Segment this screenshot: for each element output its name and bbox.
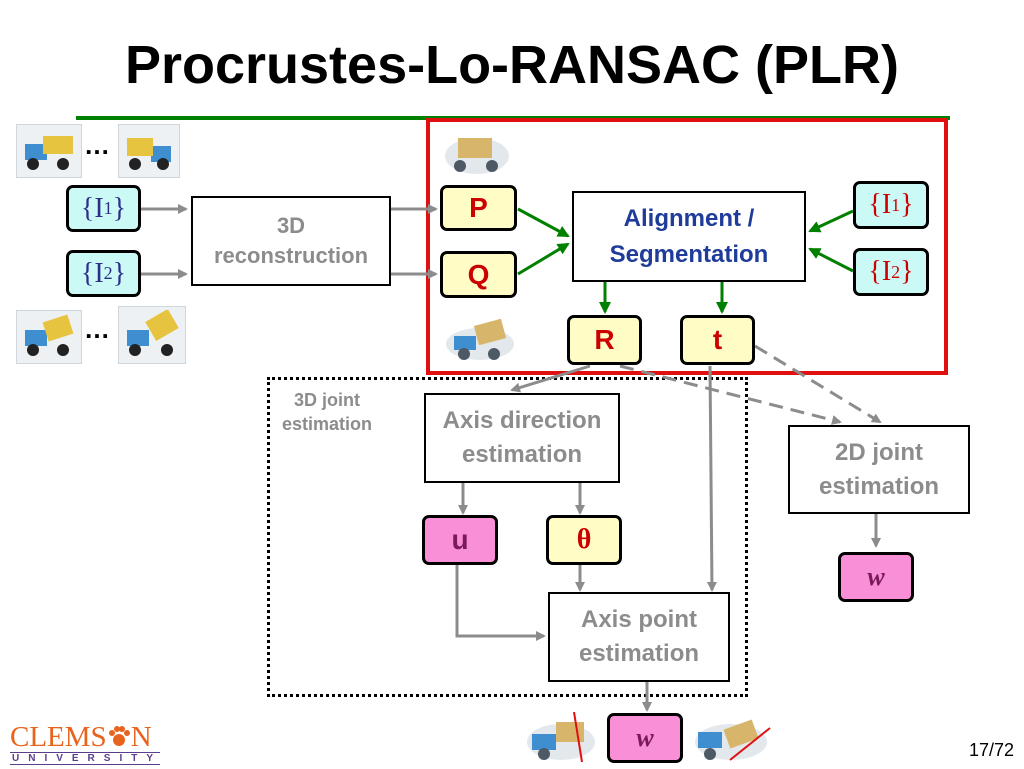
paw-icon bbox=[107, 724, 131, 746]
joint2d-box: 2D joint estimation bbox=[788, 425, 970, 514]
joint3d-frame bbox=[267, 377, 748, 697]
rotation-r: R bbox=[567, 315, 642, 365]
point-cloud-p: P bbox=[440, 185, 517, 231]
point-cloud-q-image bbox=[440, 314, 520, 364]
truck-image-view-4 bbox=[118, 306, 186, 364]
axis-direction-box: Axis direction estimation bbox=[424, 393, 620, 483]
truck-image-view-3 bbox=[16, 310, 82, 364]
joint-output-w-2d: w bbox=[838, 552, 914, 602]
arrow-p-to-align bbox=[517, 207, 570, 238]
reconstruction-box: 3D reconstruction bbox=[191, 196, 391, 286]
plr-core-frame bbox=[426, 118, 948, 375]
slide-title: Procrustes-Lo-RANSAC (PLR) bbox=[124, 35, 900, 95]
joint-output-w-3d: w bbox=[607, 713, 683, 763]
result-truck-image-1 bbox=[522, 711, 600, 764]
arrow-t-to-axispoint bbox=[706, 365, 717, 592]
arrow-ri1-to-align bbox=[808, 209, 854, 233]
axis-point-box: Axis point estimation bbox=[548, 592, 730, 682]
point-cloud-p-image bbox=[440, 126, 514, 178]
clemson-logo-sub: UNIVERSITY bbox=[10, 752, 163, 765]
arrow-r-to-2djoint bbox=[619, 364, 842, 425]
translation-t: t bbox=[680, 315, 755, 365]
ellipsis-bottom: … bbox=[84, 314, 110, 344]
truck-image-view-1 bbox=[16, 124, 82, 178]
truck-image-view-2 bbox=[118, 124, 180, 178]
axis-direction-u: u bbox=[422, 515, 498, 565]
page-number: 17/72 bbox=[968, 740, 1014, 760]
point-cloud-q: Q bbox=[440, 251, 517, 298]
arrow-r-to-axisdir bbox=[510, 364, 591, 393]
rotation-angle-theta: θ bbox=[546, 515, 622, 565]
arrow-ri2-to-align bbox=[808, 247, 854, 273]
alignment-segmentation-box: Alignment / Segmentation bbox=[572, 191, 806, 282]
joint3d-label: 3D joint estimation bbox=[281, 390, 373, 434]
ellipsis-top: … bbox=[84, 130, 110, 160]
arrow-t-to-2djoint bbox=[754, 344, 882, 424]
title-underline bbox=[76, 116, 432, 120]
arrow-u-to-axispoint bbox=[455, 565, 546, 641]
arrow-q-to-align bbox=[517, 242, 570, 276]
result-truck-image-2 bbox=[690, 712, 772, 764]
